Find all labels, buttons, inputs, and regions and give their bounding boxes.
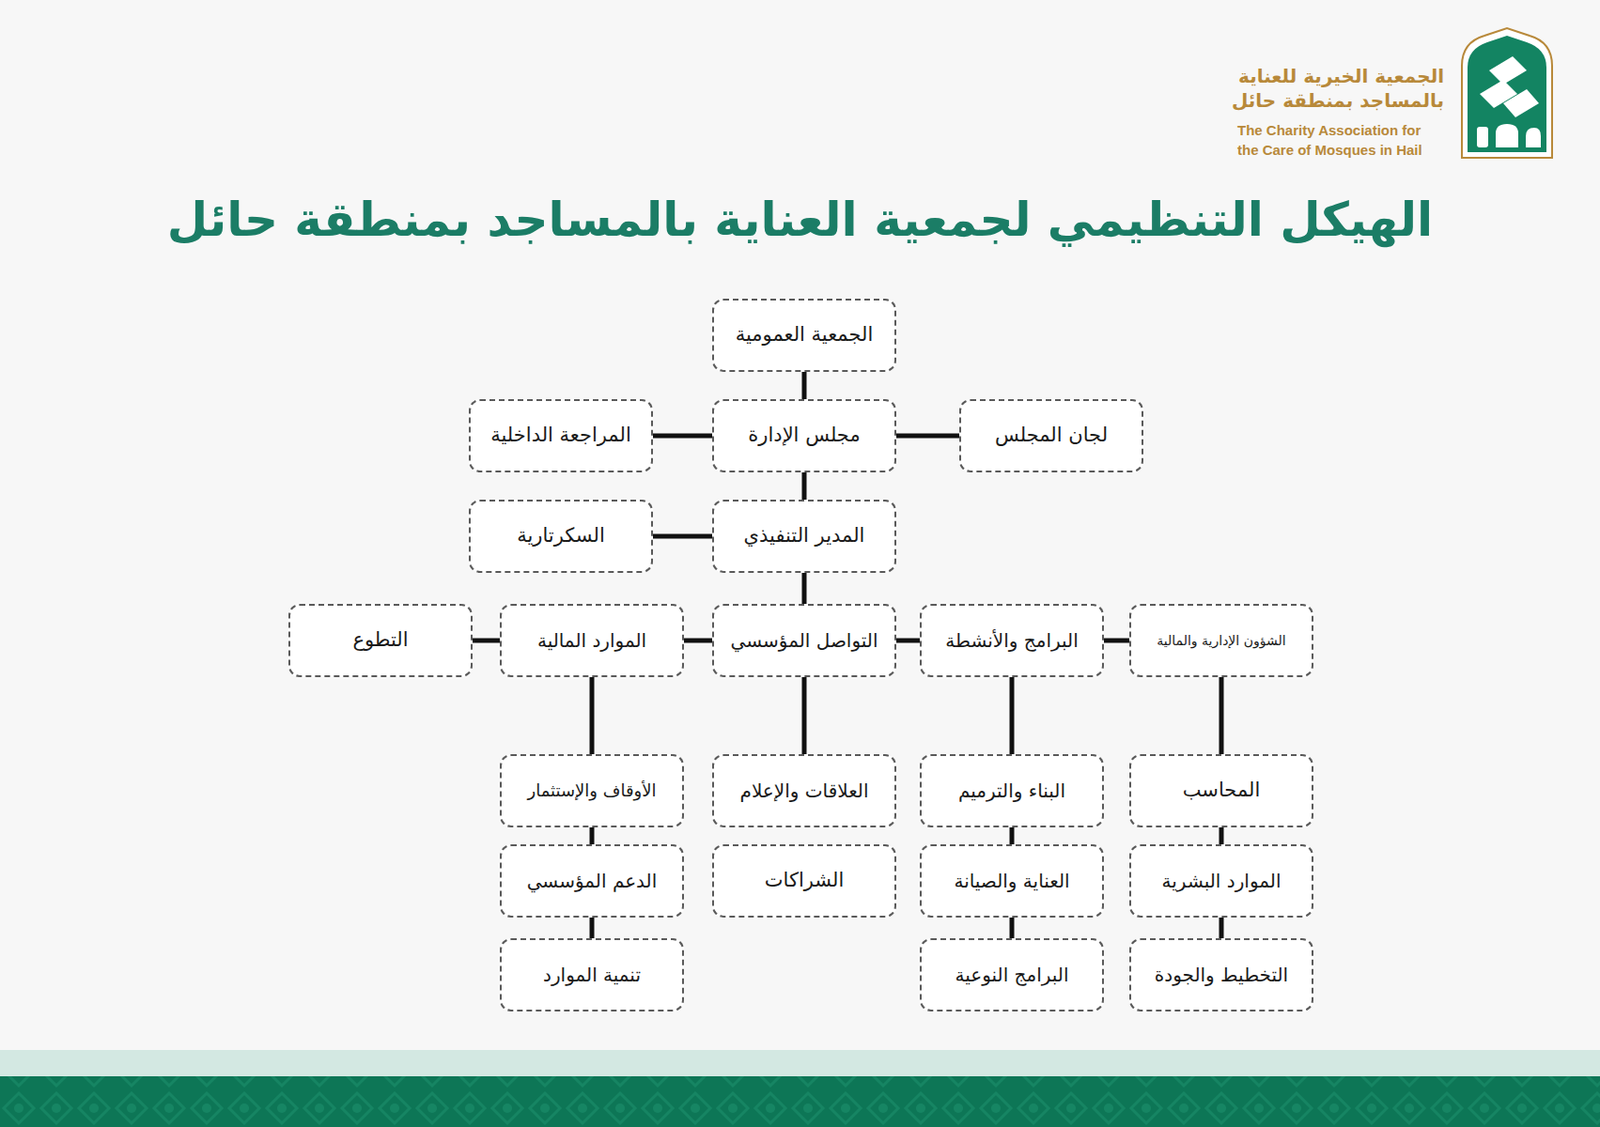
org-box: البرامج النوعية	[919, 938, 1104, 1012]
org-box: الموارد البشرية	[1129, 844, 1314, 918]
box-label: مجلس الإدارة	[747, 423, 860, 448]
org-box: لجان المجلس	[959, 399, 1144, 473]
box-label: التواصل المؤسسي	[730, 629, 879, 653]
connector-line	[1009, 827, 1015, 845]
connector-line	[683, 638, 713, 644]
box-label: العناية والصيانة	[953, 869, 1070, 893]
box-label: التخطيط والجودة	[1154, 963, 1289, 987]
box-label: المدير التنفيذي	[744, 524, 866, 548]
connector-line	[1219, 677, 1225, 755]
box-label: العلاقات والإعلام	[740, 779, 870, 803]
org-box: الدعم المؤسسي	[499, 844, 684, 918]
org-box: الشراكات	[712, 844, 897, 918]
connector-line	[1219, 917, 1225, 939]
logo-mark	[1461, 28, 1553, 158]
box-label: المحاسب	[1182, 778, 1261, 803]
box-label: الشؤون الإدارية والمالية	[1156, 633, 1286, 650]
box-label: البرامج والأنشطة	[945, 629, 1078, 653]
connector-line	[590, 677, 595, 755]
connector-line	[652, 434, 713, 439]
connector-line	[1219, 827, 1225, 845]
light-band	[0, 1050, 1600, 1077]
org-box: التطوع	[288, 604, 473, 678]
org-box: السكرتارية	[468, 499, 653, 574]
connector-line	[896, 434, 960, 439]
org-box: الأوقاف والإستثمار	[499, 754, 684, 828]
org-box: العناية والصيانة	[919, 844, 1104, 918]
org-box: الموارد المالية	[499, 604, 684, 678]
connector-line	[802, 677, 808, 755]
box-label: تنمية الموارد	[543, 963, 641, 987]
connector-line	[896, 638, 920, 644]
box-label: البناء والترميم	[958, 779, 1066, 803]
box-label: التطوع	[352, 628, 408, 653]
connector-line	[590, 917, 595, 939]
box-label: الأوقاف والإستثمار	[528, 780, 657, 802]
org-box: البناء والترميم	[919, 754, 1104, 828]
connector-line	[802, 472, 808, 500]
box-label: الدعم المؤسسي	[527, 869, 658, 893]
org-box: العلاقات والإعلام	[712, 754, 897, 828]
box-label: الجمعية العمومية	[735, 323, 874, 347]
org-box: مجلس الإدارة	[712, 399, 897, 473]
org-box: الجمعية العمومية	[712, 298, 897, 373]
org-box: التواصل المؤسسي	[712, 604, 897, 678]
box-label: الموارد المالية	[537, 629, 647, 653]
connector-line	[1103, 638, 1130, 644]
org-box: التخطيط والجودة	[1129, 938, 1314, 1012]
logo-text: The Charity Association for the Care of …	[1237, 120, 1445, 160]
org-box: المحاسب	[1129, 754, 1314, 828]
box-label: لجان المجلس	[994, 423, 1108, 448]
box-label: السكرتارية	[516, 524, 606, 548]
box-label: الشراكات	[764, 869, 845, 893]
org-box: المدير التنفيذي	[712, 499, 897, 574]
connector-line	[652, 534, 713, 540]
diagram-title: الهيكل التنظيمي لجمعية العناية بالمساجد …	[0, 192, 1600, 248]
box-label: المراجعة الداخلية	[490, 423, 631, 448]
pattern-band	[0, 1076, 1600, 1127]
connector-line	[1009, 917, 1015, 939]
box-label: الموارد البشرية	[1162, 869, 1282, 893]
connector-line	[802, 573, 808, 605]
connector-line	[1009, 677, 1015, 755]
connector-line	[802, 372, 808, 400]
connector-line	[590, 827, 595, 845]
connector-line	[472, 638, 500, 644]
org-box: تنمية الموارد	[499, 938, 684, 1012]
org-box: البرامج والأنشطة	[919, 604, 1104, 678]
org-box: المراجعة الداخلية	[468, 399, 653, 473]
org-box: الشؤون الإدارية والمالية	[1129, 604, 1314, 678]
box-label: البرامج النوعية	[955, 963, 1070, 987]
logo-text: الجمعية الخيرية للعناية بالمساجد بمنطقة …	[1209, 63, 1445, 113]
